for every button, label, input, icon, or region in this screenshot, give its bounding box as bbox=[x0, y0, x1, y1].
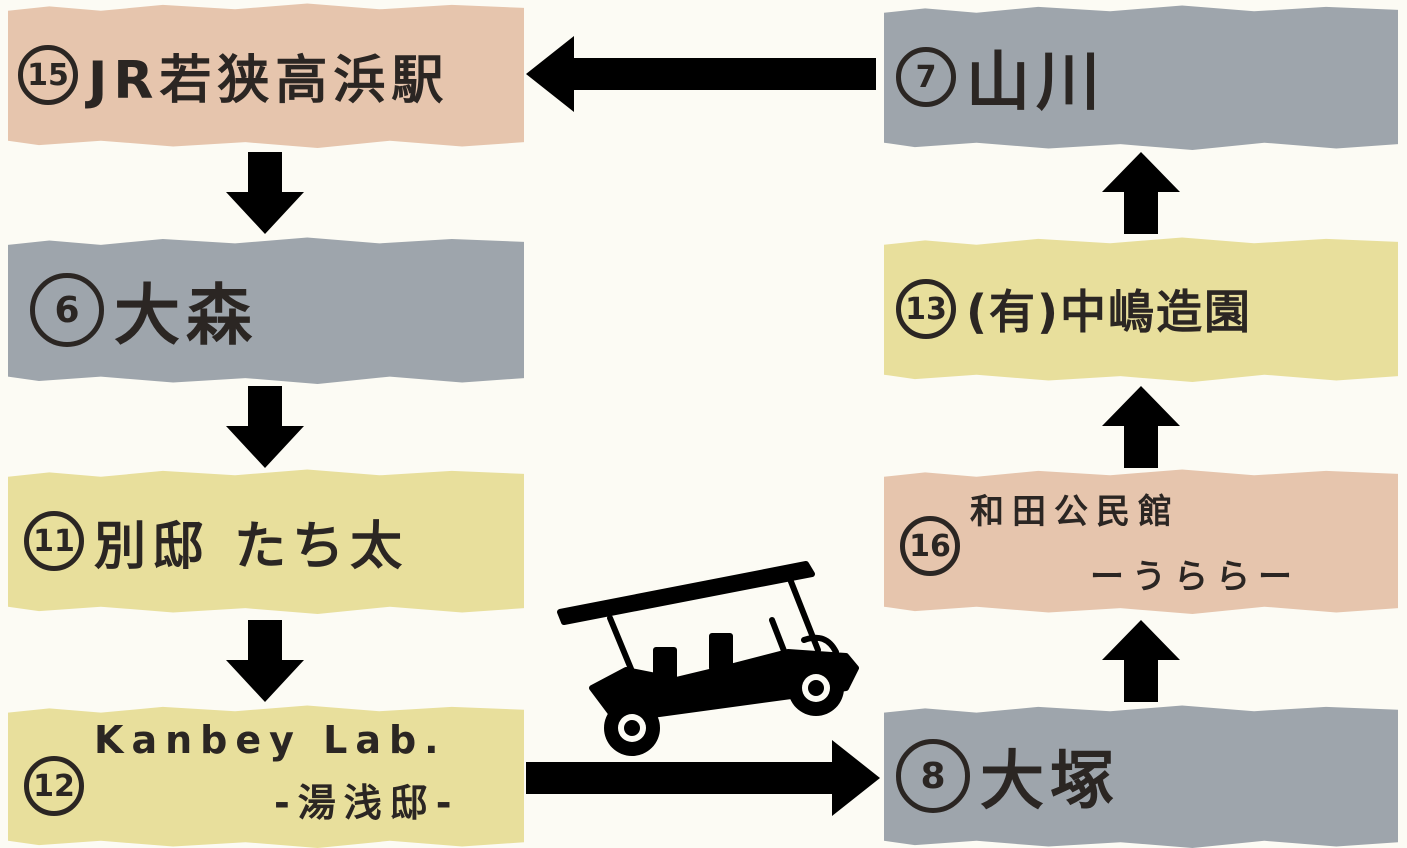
node-number-badge: 15 bbox=[18, 45, 78, 105]
node-label: (有)中嶋造園 bbox=[966, 285, 1253, 339]
arrow-left-yamakawa-to-station bbox=[526, 36, 876, 112]
node-label: 大森 bbox=[114, 277, 258, 354]
arrow-down-1 bbox=[226, 152, 304, 234]
node-label-line1: Kanbey Lab. bbox=[94, 717, 447, 762]
node-number-badge: 7 bbox=[896, 47, 956, 107]
node-kanbey-lab: 12 Kanbey Lab. -湯浅邸- bbox=[8, 705, 524, 848]
node-label-group: 和田公民館 ーうららー bbox=[970, 484, 1300, 598]
arrow-right-kanbey-to-otsuka bbox=[526, 740, 880, 816]
golf-cart-icon bbox=[557, 561, 859, 756]
node-number-badge: 6 bbox=[30, 273, 104, 347]
arrow-up-2 bbox=[1102, 386, 1180, 468]
node-number-badge: 12 bbox=[24, 756, 84, 816]
node-number-badge: 11 bbox=[24, 511, 84, 571]
node-bettei-tachita: 11 別邸 たち太 bbox=[8, 469, 524, 614]
node-number-badge: 13 bbox=[896, 279, 956, 339]
node-label-line2: -湯浅邸- bbox=[274, 780, 460, 825]
node-nakajima-zoen: 13 (有)中嶋造園 bbox=[884, 237, 1398, 382]
node-yamakawa: 7 山川 bbox=[884, 5, 1398, 150]
node-omori: 6 大森 bbox=[8, 237, 524, 384]
node-label: 別邸 たち太 bbox=[94, 516, 409, 577]
arrow-up-3 bbox=[1102, 620, 1180, 702]
node-label: 大塚 bbox=[980, 745, 1120, 819]
node-label-group: Kanbey Lab. -湯浅邸- bbox=[94, 718, 460, 827]
node-wada-community-hall: 16 和田公民館 ーうららー bbox=[884, 469, 1398, 614]
node-number-badge: 8 bbox=[896, 739, 970, 813]
arrow-up-1 bbox=[1102, 152, 1180, 234]
node-label: 山川 bbox=[966, 46, 1106, 120]
node-label-line1: 和田公民館 bbox=[970, 492, 1180, 532]
arrow-down-3 bbox=[226, 620, 304, 702]
node-jr-wakasa-takahama-station: 15 JR若狭高浜駅 bbox=[8, 3, 524, 148]
node-number-badge: 16 bbox=[900, 516, 960, 576]
arrow-down-2 bbox=[226, 386, 304, 468]
node-label: JR若狭高浜駅 bbox=[88, 50, 450, 111]
node-otsuka: 8 大塚 bbox=[884, 705, 1398, 848]
node-label-line2: ーうららー bbox=[1090, 557, 1300, 597]
